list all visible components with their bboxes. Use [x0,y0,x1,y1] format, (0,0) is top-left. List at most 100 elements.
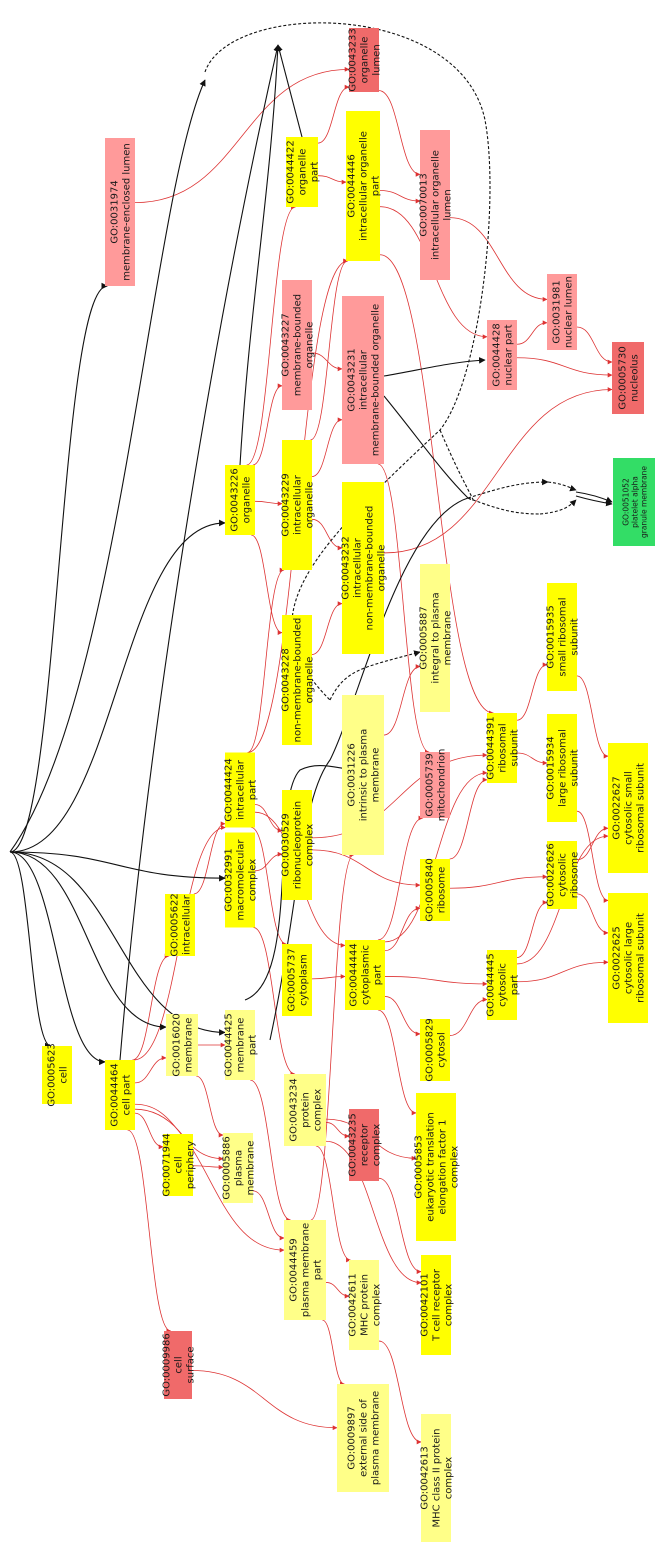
relation-edge [134,1108,285,1253]
go-term-node: GO:0043227membrane-boundedorganelle [281,280,316,410]
relation-edge [311,417,343,477]
annotation-edge [467,497,541,515]
relation-edge [377,1009,417,1116]
node-box [421,1414,451,1542]
node-name: part [310,162,321,183]
node-label: GO:0044459plasma membranepart [289,1223,324,1317]
relation-edge [247,567,285,753]
relation-edge [449,874,548,889]
node-id: GO:0022626 [546,843,557,906]
relation-edge [315,1145,351,1263]
annotation-edge [383,395,469,499]
node-id: GO:0044391 [486,716,497,779]
node-label: GO:0030529ribonucleoproteincomplex [281,801,316,889]
relation-edge [246,204,296,466]
node-name: membrane [371,748,382,803]
go-term-node: GO:0043233organellelumen [348,28,383,92]
node-name: organelle [305,322,316,369]
relation-edge [195,1075,224,1138]
node-name: organelle [305,657,316,704]
annotation-edge [547,481,577,492]
node-id: GO:0005737 [287,948,298,1011]
node-label: GO:0042101T cell receptorcomplex [420,1268,455,1342]
go-term-node: GO:0044422organellepart [286,137,321,207]
node-id: GO:0043231 [347,348,358,411]
node-box [487,713,517,783]
node-name: part [313,1260,324,1281]
node-label: GO:0044464cell part [110,1063,133,1126]
relation-edge [132,953,170,1061]
node-label: GO:0005622intracellular [170,893,193,956]
node-label: GO:0044428nuclear part [492,323,515,386]
node-name: membrane-bounded organelle [371,304,382,456]
node-name: organelle [242,477,253,524]
node-name: mitochondrion [437,749,448,822]
node-name: complex [372,1284,383,1326]
node-box [342,296,384,464]
node-name: cytosolic small [624,771,635,845]
node-name: ribosomal subunit [636,763,647,853]
node-id: GO:0044445 [486,953,497,1016]
relation-edge [384,996,421,1037]
node-box [282,440,312,570]
go-term-node: GO:0005840ribosome [420,858,450,922]
node-label: GO:0005829cytosol [425,1018,448,1081]
node-box [42,1046,72,1104]
node-name: nucleolus [630,354,641,402]
relation-edge [252,1190,285,1241]
relation-edge [191,1370,338,1431]
node-id: GO:0044425 [224,1013,235,1076]
node-box [282,280,312,410]
annotation-edge [9,519,226,853]
relation-edge [378,1340,422,1445]
node-id: GO:0051052 [622,478,631,526]
relation-edge [576,810,609,903]
node-box [342,482,384,654]
node-box [223,1133,253,1203]
relation-edge [134,66,350,204]
node-label: GO:0022625cytosolic largeribosomal subun… [612,913,647,1003]
node-box [342,695,384,855]
node-box [608,893,648,1023]
go-term-node: GO:0015935small ribosomalsubunit [546,583,581,691]
node-id: GO:0005622 [170,893,181,956]
node-name: part [248,780,259,801]
node-box [547,274,577,350]
node-name: nuclear part [504,324,515,385]
node-label: GO:0044422organellepart [286,140,321,203]
node-id: GO:0044459 [289,1238,300,1301]
node-box [416,1093,456,1241]
relation-edge [384,770,488,943]
node-box [105,1060,135,1130]
annotation-edge [329,650,421,701]
node-label: GO:0044391ribosomalsubunit [486,716,521,779]
node-name: intracellular [182,894,193,955]
node-name: part [248,1035,259,1056]
relation-edge [127,1129,172,1334]
node-label: GO:0044424intracellularpart [224,758,259,821]
annotation-edge [276,44,303,138]
node-id: GO:0044424 [224,758,235,821]
node-label: GO:0032991macromolecularcomplex [224,839,259,921]
go-term-node: GO:0044446intracellular organellepart [346,111,382,261]
go-term-node: GO:0016020membrane [166,1013,198,1077]
relation-edge [254,804,283,833]
node-id: GO:0071944 [162,1133,173,1196]
node-name: organelle [298,149,309,196]
node-box [346,111,380,261]
node-id: GO:0015935 [546,605,557,668]
node-name: part [510,975,521,996]
relation-edge [377,463,430,755]
node-name: ribosome [437,867,448,914]
node-name: plasma [234,1150,245,1186]
node-box [105,138,135,286]
go-term-node: GO:0005737cytoplasm [282,944,312,1016]
annotation-edge [9,851,106,1066]
node-id: GO:0016020 [172,1013,183,1076]
node-name: platelet alpha [631,476,640,528]
go-term-node: GO:0070013intracellular organellelumen [419,130,454,280]
go-term-node: GO:0005886plasmamembrane [222,1133,257,1203]
node-name: intracellular organelle [431,150,442,260]
node-id: GO:0005739 [425,753,436,816]
